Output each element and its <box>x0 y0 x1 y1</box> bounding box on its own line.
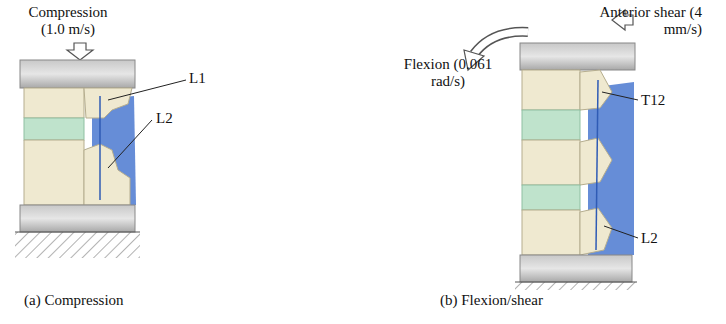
posterior-element <box>84 88 132 118</box>
posterior-element <box>580 138 612 185</box>
vertebra-label: L2 <box>641 230 658 247</box>
vertebral-body <box>24 88 84 118</box>
support-line <box>515 282 637 283</box>
intervertebral-disc <box>522 185 580 210</box>
vertebral-body <box>522 70 580 110</box>
posterior-element <box>580 70 612 110</box>
vertebral-body <box>522 140 580 185</box>
posterior-element <box>84 144 130 205</box>
intervertebral-disc <box>24 118 84 140</box>
loading-plate <box>20 60 135 88</box>
leader-line <box>604 226 638 238</box>
load-label: Flexion (0.061 rad/s) <box>398 56 498 90</box>
leader-line <box>108 120 152 168</box>
vertebra-label: T12 <box>641 92 665 109</box>
ligament-line <box>596 80 598 250</box>
intervertebral-disc <box>522 110 580 140</box>
support-line <box>15 232 140 233</box>
support-plate <box>520 255 632 282</box>
load-label: Anterior shear (4 mm/s) <box>598 4 702 38</box>
subfigure-caption: (b) Flexion/shear <box>440 292 543 309</box>
flexion-shear-model <box>464 10 638 290</box>
vertebra-label: L2 <box>156 110 173 127</box>
leader-line <box>108 80 186 100</box>
vertebral-body <box>24 140 84 205</box>
support-plate <box>20 205 135 232</box>
load-arrow <box>67 43 93 60</box>
subfigure-caption: (a) Compression <box>24 292 124 309</box>
loading-plate <box>520 43 635 70</box>
fixed-support-hatch <box>515 282 637 290</box>
leader-line <box>602 92 638 100</box>
load-label: Compression (1.0 m/s) <box>18 4 118 38</box>
compression-model <box>15 43 186 258</box>
vertebral-body <box>522 210 580 255</box>
fixed-support-hatch <box>15 232 140 258</box>
vertebra-label: L1 <box>189 70 206 87</box>
ligament-line <box>99 96 101 200</box>
